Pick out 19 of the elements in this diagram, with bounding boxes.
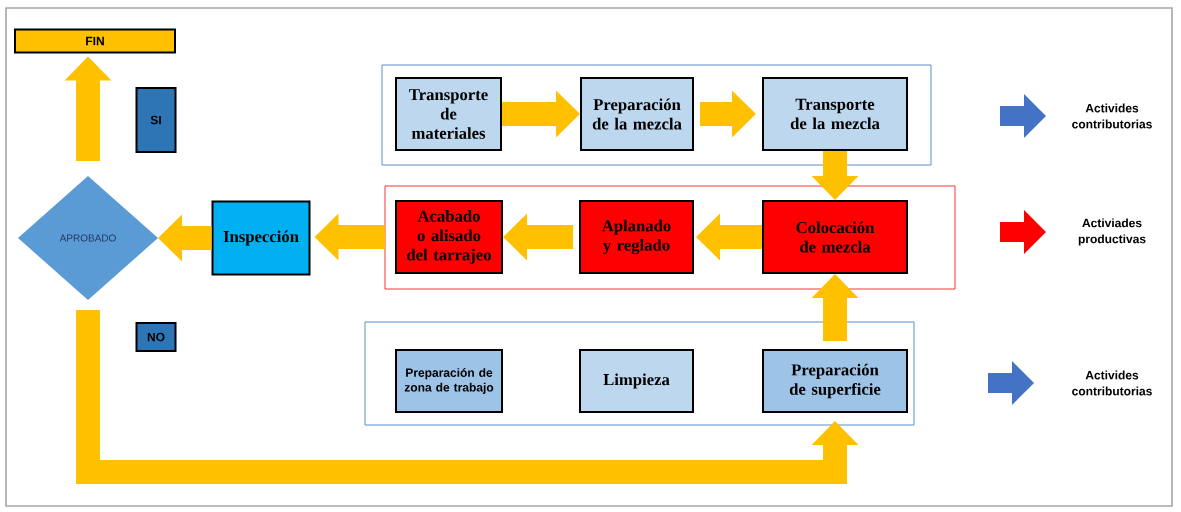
legend-label: Activides contributorias bbox=[1072, 370, 1152, 396]
end-box: FIN bbox=[14, 28, 176, 54]
process-box: Preparación de zona de trabajo bbox=[395, 349, 503, 413]
answer-tag: NO bbox=[135, 322, 177, 352]
process-box: Transporte de la mezcla bbox=[762, 77, 908, 151]
process-box: Transporte de materiales bbox=[395, 77, 502, 151]
process-box: Acabado o alisado del tarrajeo bbox=[395, 200, 503, 274]
process-box: Colocación de mezcla bbox=[762, 200, 908, 274]
group-frame bbox=[384, 185, 956, 290]
legend-label: Activiades productivas bbox=[1078, 218, 1146, 246]
process-box: Preparación de la mezcla bbox=[580, 77, 694, 151]
answer-tag: SI bbox=[135, 87, 177, 153]
process-box: Aplanado y reglado bbox=[579, 200, 694, 274]
process-box: Preparación de superficie bbox=[762, 349, 908, 413]
legend-label: Activides contributorias bbox=[1072, 103, 1152, 129]
group-frame bbox=[364, 321, 915, 426]
group-frame bbox=[381, 64, 932, 166]
process-box: Inspección bbox=[211, 200, 311, 276]
process-box: Limpieza bbox=[579, 349, 694, 413]
